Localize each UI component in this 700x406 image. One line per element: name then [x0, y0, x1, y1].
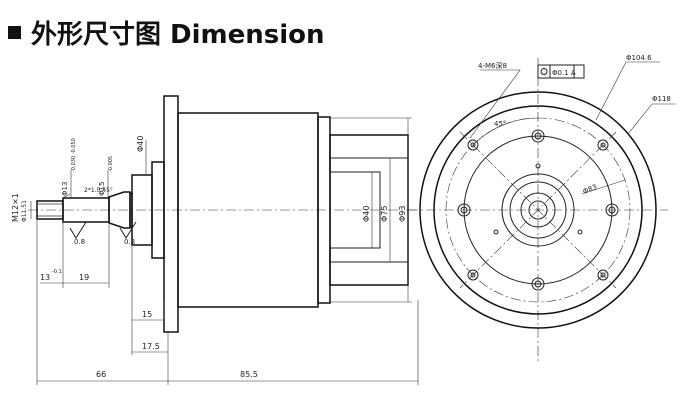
- label-roughness-1: 0.8: [74, 238, 85, 246]
- label-thread: M12×1: [11, 193, 20, 222]
- shaft-taper: [108, 191, 131, 229]
- roughness-mark-1: [69, 221, 87, 239]
- tolerance-box: [537, 64, 585, 79]
- label-dia-13: Φ13: [61, 182, 69, 196]
- label-thread-sub: Φ11.51: [21, 200, 28, 222]
- label-chamfer: 2*1.5·45°: [84, 187, 113, 194]
- label-dia-93: Φ93: [398, 206, 407, 222]
- label-dim-17-5: 17.5: [142, 342, 160, 351]
- title-text: 外形尺寸图 Dimension: [31, 19, 325, 50]
- boss-outer: [501, 173, 575, 247]
- label-tolerance: Φ0.1 A: [552, 69, 576, 77]
- boss-inner: [520, 192, 556, 228]
- label-dia-104-6: Φ104.6: [626, 54, 652, 62]
- inner-circle-83: [463, 135, 613, 285]
- label-dim-85-5: 85.5: [240, 370, 258, 379]
- label-dia-118: Φ118: [652, 95, 671, 103]
- bullet-square-icon: [8, 25, 21, 39]
- label-roughness-2: 0.8: [124, 238, 135, 246]
- mounting-holes: [457, 129, 619, 291]
- leader-dia-118: [627, 103, 676, 135]
- boss-mid: [509, 181, 567, 239]
- leader-dia-104-6: [595, 61, 660, 121]
- flange-plate: [163, 95, 179, 333]
- label-dia-13-tol: -0.030 -0.050: [71, 138, 77, 172]
- label-holes: 4-M6深8: [478, 61, 507, 70]
- leader-holes: [469, 69, 521, 139]
- roughness-mark-2: [119, 221, 137, 239]
- outer-circle-104-6: [433, 105, 643, 315]
- label-dia-40-left: Φ40: [136, 136, 145, 152]
- label-dia-75: Φ75: [380, 206, 389, 222]
- leader-dia-83: [581, 179, 626, 195]
- label-dim-66: 66: [96, 370, 106, 379]
- label-dim-19: 19: [79, 273, 89, 282]
- label-angle-45: 45°: [494, 120, 506, 128]
- label-dia-40-right: Φ40: [362, 206, 371, 222]
- label-dim-15: 15: [142, 310, 152, 319]
- angle-arc: [472, 117, 539, 146]
- rear-boss: [329, 171, 381, 249]
- side-view: M12×1 Φ11.51 Φ13 -0.030 -0.050 Φ15 -0.00…: [11, 95, 419, 385]
- front-view: 4-M6深8 Φ0.1 A Φ104.6 Φ118 45° Φ83: [408, 54, 676, 362]
- outer-circle-118: [419, 91, 657, 329]
- bolt-holes: [467, 139, 609, 281]
- label-dim-13: 13: [40, 273, 50, 282]
- label-dia-83: Φ83: [582, 183, 598, 196]
- position-symbol-icon: [540, 68, 548, 75]
- page-title: 外形尺寸图 Dimension: [8, 14, 325, 50]
- label-dim-13-tol: -0.1: [52, 269, 62, 275]
- label-dia-15: Φ15: [98, 182, 106, 196]
- shaft-circle: [528, 200, 548, 220]
- label-dia-15-tol: -0.005: [108, 156, 114, 172]
